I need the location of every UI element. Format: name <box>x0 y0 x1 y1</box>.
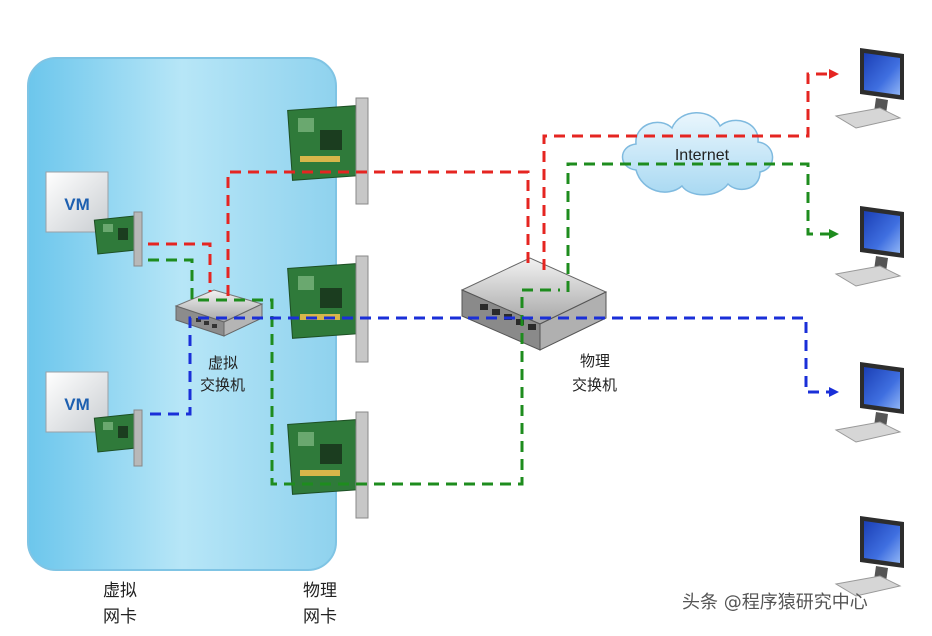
virtual-switch <box>174 289 264 337</box>
red-path-pswitch-to-pc1 <box>542 69 839 270</box>
physical-nic-card-2 <box>287 255 369 363</box>
virtual-nic-label-line2: 网卡 <box>103 607 137 627</box>
physical-switch <box>460 257 608 351</box>
vm-label-2: VM <box>64 395 90 414</box>
internet-label: Internet <box>675 147 730 164</box>
physical-switch-label-line1: 物理 <box>580 352 610 370</box>
computer-icon-1 <box>834 48 904 129</box>
physical-nic-label-line1: 物理 <box>303 581 337 601</box>
virtual-nic-card-1 <box>93 211 143 267</box>
vm-label-1: VM <box>64 195 90 214</box>
virtual-nic-card-2 <box>93 409 143 467</box>
virtual-switch-label-line1: 虚拟 <box>208 354 238 372</box>
green-path-pswitch-to-pc2 <box>566 162 839 292</box>
physical-nic-card-1 <box>287 97 369 205</box>
virtual-nic-label-line1: 虚拟 <box>103 581 137 601</box>
virtual-switch-label-line2: 交换机 <box>200 376 245 394</box>
computer-icon-3 <box>834 362 904 443</box>
red-path-vswitch-to-pnic1 <box>226 170 530 296</box>
computer-icon-2 <box>834 206 904 287</box>
internet-cloud: Internet <box>621 112 774 196</box>
watermark-text: 头条 @程序猿研究中心 <box>682 592 868 613</box>
computer-icon-4 <box>834 516 904 597</box>
red-path-vm1-to-vswitch <box>148 242 212 292</box>
physical-nic-label-line2: 网卡 <box>303 607 337 627</box>
physical-nic-card-3 <box>287 411 369 519</box>
physical-switch-label-line2: 交换机 <box>572 376 617 394</box>
green-path-vm1-to-vswitch <box>148 258 560 486</box>
blue-path-vm2-to-pc3 <box>150 316 839 416</box>
